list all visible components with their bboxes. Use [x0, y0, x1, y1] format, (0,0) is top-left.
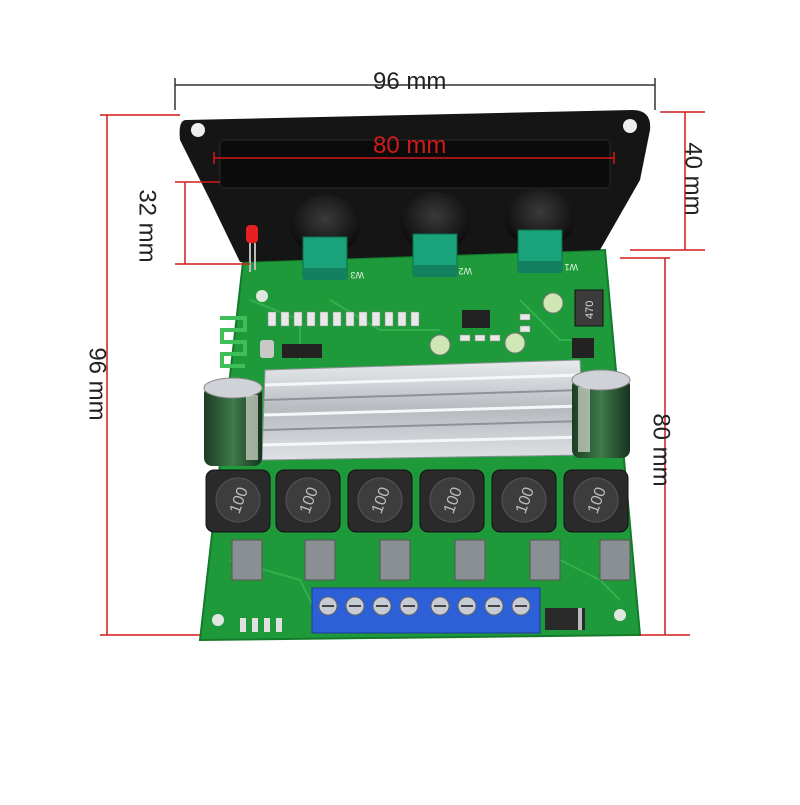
- faceplate-screw-hole: [623, 119, 637, 133]
- electrolytic-capacitor-left: [203, 377, 263, 466]
- inductor: 100: [275, 469, 341, 533]
- dimension-faceplate-height: 40 mm: [679, 142, 707, 216]
- inductor: 100: [205, 469, 271, 533]
- small-capacitor: [504, 332, 526, 354]
- gray-component-row: [231, 539, 631, 581]
- pot-label-w3: W3: [351, 270, 365, 280]
- coil-470: [574, 289, 604, 327]
- dimension-top-width: 96 mm: [373, 68, 447, 95]
- ic-chip: [462, 310, 490, 328]
- ic-chip: [572, 338, 594, 358]
- terminal-block: [311, 587, 541, 634]
- inductor: 100: [563, 469, 629, 533]
- small-capacitor: [429, 334, 451, 356]
- pot-label-w1: W1: [565, 262, 579, 272]
- small-capacitor: [542, 292, 564, 314]
- inductor: 100: [491, 469, 557, 533]
- dimension-knob-height: 32 mm: [133, 189, 161, 263]
- faceplate-slot: [219, 139, 611, 189]
- diode: [545, 608, 585, 630]
- dimension-board-depth: 80 mm: [647, 413, 675, 487]
- knob-middle: [400, 192, 470, 277]
- pin-header: [240, 618, 282, 632]
- antenna-trace: [220, 316, 247, 368]
- faceplate-screw-hole: [191, 123, 205, 137]
- mounting-hole: [212, 614, 224, 626]
- mounting-hole: [256, 290, 268, 302]
- dimension-faceplate-inner-width: 80 mm: [373, 132, 447, 159]
- ic-chip: [282, 344, 322, 358]
- heatsink: [261, 359, 586, 461]
- dimension-lines: [100, 78, 705, 636]
- knob-right: [505, 188, 575, 273]
- crystal: [260, 340, 274, 358]
- smd-components: [267, 311, 531, 342]
- red-led: [246, 225, 258, 243]
- inductor: 100: [419, 469, 485, 533]
- electrolytic-capacitor-right: [571, 369, 631, 458]
- dimension-total-height: 96 mm: [83, 347, 111, 421]
- knob-left: [290, 195, 360, 280]
- inductor: 100: [347, 469, 413, 533]
- pot-label-w2: W2: [459, 266, 473, 276]
- mounting-hole: [614, 609, 626, 621]
- coil-label: 470: [584, 301, 596, 319]
